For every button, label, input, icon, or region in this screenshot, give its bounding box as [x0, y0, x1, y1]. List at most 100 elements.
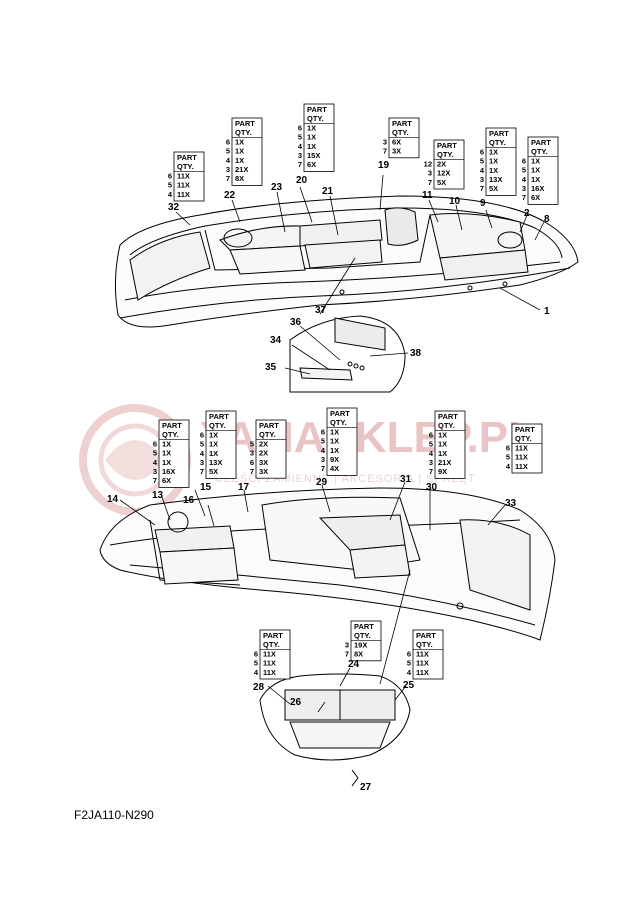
parts-table-quantity: 11X	[515, 443, 528, 452]
parts-table-part-number: 4	[226, 156, 231, 165]
callout-21: 21	[322, 186, 334, 197]
parts-table-quantity: 1X	[531, 175, 540, 184]
callout-28: 28	[253, 682, 265, 693]
parts-table-part-number: 6	[429, 430, 433, 439]
callout-23: 23	[271, 182, 283, 193]
parts-table-header: QTY.	[307, 114, 324, 123]
parts-table-quantity: 1X	[531, 156, 540, 165]
parts-table-quantity: 11X	[416, 649, 429, 658]
parts-table-frame	[255, 419, 287, 479]
parts-table-header: QTY.	[259, 430, 276, 439]
upper-hull-illustration	[114, 195, 579, 328]
parts-table-part-number: 6	[250, 458, 254, 467]
parts-table-part-number: 6	[522, 156, 526, 165]
parts-table-header: QTY.	[330, 418, 347, 427]
parts-table-header: QTY.	[437, 150, 454, 159]
parts-table-quantity: 5X	[437, 178, 446, 187]
parts-table-part-number: 7	[153, 476, 157, 485]
callout-36: 36	[290, 317, 302, 328]
parts-table-quantity: 1X	[330, 446, 339, 455]
parts-table-frame	[433, 139, 465, 190]
parts-table-header: PART	[489, 129, 509, 138]
parts-table-part-number: 7	[298, 160, 302, 169]
callout-13: 13	[152, 490, 164, 501]
parts-table-quantity: 6X	[162, 476, 171, 485]
parts-table-quantity: 8X	[235, 174, 244, 183]
callout-17: 17	[238, 482, 250, 493]
parts-table-quantity: 11X	[263, 649, 276, 658]
parts-table-part-number: 3	[428, 169, 432, 178]
parts-table-header: PART	[416, 631, 436, 640]
parts-table-frame	[259, 629, 291, 680]
parts-table-quantity: 11X	[263, 659, 276, 668]
parts-table-quantity: 5X	[489, 184, 498, 193]
parts-table-quantity: 6X	[307, 160, 316, 169]
parts-table-quantity: 11X	[515, 462, 528, 471]
parts-table-part-number: 6	[407, 649, 411, 658]
parts-table-part-number: 4	[506, 462, 511, 471]
lower-hull-illustration	[99, 487, 556, 641]
parts-table-quantity: 1X	[438, 430, 447, 439]
parts-table-part-number: 3	[153, 467, 157, 476]
callout-8: 8	[544, 214, 550, 225]
parts-table-quantity: 11X	[515, 453, 528, 462]
parts-table-frame	[511, 423, 543, 474]
callout-11: 11	[422, 190, 433, 201]
parts-table-part-number: 3	[429, 458, 433, 467]
parts-table-part-number: 5	[254, 659, 258, 668]
parts-table-part-number: 6	[200, 430, 204, 439]
parts-table-quantity: 16X	[162, 467, 175, 476]
parts-table-quantity: 13X	[209, 458, 222, 467]
parts-table-quantity: 12X	[437, 169, 450, 178]
parts-table-quantity: 1X	[489, 147, 498, 156]
parts-table-part-number: 6	[168, 171, 172, 180]
parts-table-quantity: 1X	[209, 449, 218, 458]
parts-table-header: QTY.	[416, 640, 433, 649]
callout-30: 30	[426, 482, 438, 493]
parts-table-header: PART	[515, 425, 535, 434]
callout-10: 10	[449, 196, 461, 207]
parts-table-quantity: 2X	[259, 439, 268, 448]
parts-table-part-number: 3	[200, 458, 204, 467]
parts-table-quantity: 1X	[489, 166, 498, 175]
parts-table-frame	[350, 620, 382, 662]
callout-2: 2	[524, 208, 530, 219]
parts-table-part-number: 4	[153, 458, 158, 467]
callout-32: 32	[168, 202, 180, 213]
parts-table-part-number: 6	[153, 439, 157, 448]
parts-table-part-number: 5	[298, 133, 302, 142]
parts-table-header: PART	[162, 421, 182, 430]
parts-table-quantity: 3X	[259, 467, 268, 476]
parts-table-quantity: 16X	[531, 184, 544, 193]
parts-table-part-number: 7	[345, 650, 349, 659]
detail-compartment-inset	[259, 673, 411, 787]
parts-table-part-number: 12	[424, 159, 432, 168]
parts-table-quantity: 3X	[259, 458, 268, 467]
parts-table-quantity: 3X	[392, 147, 401, 156]
callout-31: 31	[400, 474, 412, 485]
parts-table-header: QTY.	[489, 138, 506, 147]
parts-table-part-number: 7	[429, 467, 433, 476]
parts-table-header: QTY.	[531, 147, 548, 156]
parts-table-frame	[412, 629, 444, 680]
parts-table-part-number: 6	[480, 147, 484, 156]
parts-table-header: QTY.	[235, 128, 252, 137]
parts-table-part-number: 4	[200, 449, 205, 458]
callout-19: 19	[378, 160, 390, 171]
parts-table-header: QTY.	[515, 434, 532, 443]
parts-table-part-number: 3	[383, 137, 387, 146]
parts-table-header: PART	[263, 631, 283, 640]
parts-table-frame	[205, 410, 237, 479]
parts-table-quantity: 1X	[307, 133, 316, 142]
parts-table-part-number: 5	[522, 166, 526, 175]
parts-table-quantity: 1X	[209, 440, 218, 449]
